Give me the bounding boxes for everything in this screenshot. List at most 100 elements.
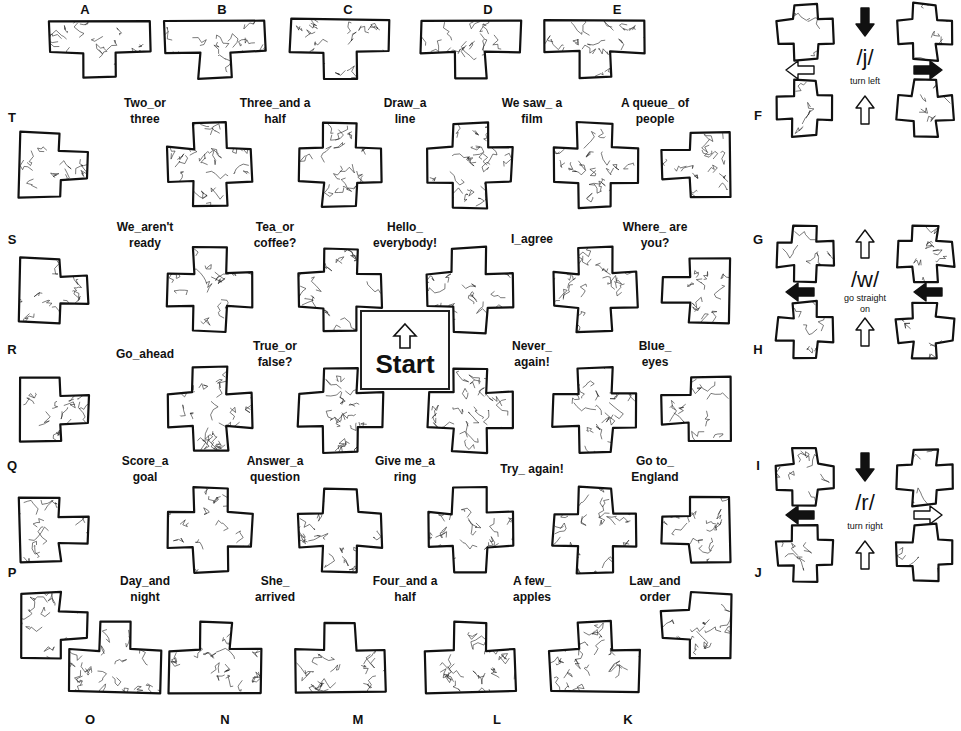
direction-arrow: [914, 506, 942, 524]
stone-texture: [899, 315, 958, 361]
stone-texture: [782, 536, 812, 579]
stone-group: [1, 2, 958, 703]
stone-texture: [150, 19, 273, 91]
direction-arrow: [786, 283, 814, 301]
stone: [777, 214, 836, 282]
direction-note: turn right: [839, 521, 891, 532]
stone: [414, 487, 520, 573]
stone: [18, 257, 89, 334]
phrase-label: Answer_a question: [236, 454, 314, 485]
stone: [552, 357, 636, 456]
phrase-label: Draw_a line: [377, 96, 433, 127]
stone-letter: M: [353, 712, 364, 729]
stone-texture: [414, 488, 520, 573]
stone: [544, 17, 651, 86]
stone: [776, 293, 834, 358]
stone-texture: [658, 374, 729, 450]
stone-letter: H: [753, 342, 762, 359]
stone-letter: C: [343, 2, 352, 19]
stone-letter: J: [754, 565, 761, 582]
stone-texture: [655, 498, 734, 564]
stone: [421, 119, 513, 209]
stone: [658, 374, 731, 450]
stone-texture: [553, 124, 637, 213]
stone: [14, 588, 87, 664]
stone-letter: G: [753, 232, 763, 249]
stone-letter: R: [7, 342, 16, 359]
direction-arrow: [786, 506, 814, 524]
stone-texture: [548, 244, 634, 332]
stone: [158, 243, 262, 335]
stone-texture: [20, 135, 92, 201]
stone-texture: [775, 2, 831, 56]
stone: [159, 483, 263, 573]
stone-texture: [774, 82, 845, 134]
stone-letter: L: [493, 712, 501, 729]
stone-texture: [548, 623, 660, 700]
direction-arrow: [914, 61, 942, 79]
stone: [776, 525, 833, 582]
stone-letter: S: [8, 232, 17, 249]
stone-texture: [46, 13, 144, 83]
stone-texture: [774, 451, 829, 509]
phrase-label: Give me_a ring: [367, 454, 443, 485]
phrase-label: Three_and a half: [235, 96, 315, 127]
phrase-label: Day_and night: [112, 574, 178, 605]
stone-texture: [409, 7, 523, 76]
stone-texture: [656, 593, 733, 670]
stone: [885, 515, 953, 588]
stone: [163, 622, 261, 694]
stone: [662, 252, 733, 329]
stone-texture: [300, 115, 386, 208]
stone: [299, 115, 386, 208]
direction-arrow: [856, 230, 874, 258]
stone-texture: [421, 119, 512, 207]
start-arrow: [392, 322, 418, 350]
stone-letter: P: [8, 565, 17, 582]
stone-letter: O: [85, 712, 95, 729]
stone-letter: B: [217, 2, 226, 19]
phrase-label: True_or false?: [244, 339, 306, 370]
stone-texture: [14, 588, 78, 664]
stone-texture: [159, 483, 263, 573]
stone-texture: [295, 483, 381, 575]
phrase-label: Two_or three: [114, 96, 176, 127]
phrase-label: A few_ apples: [501, 574, 563, 605]
phrase-label: We saw_ a film: [499, 96, 565, 127]
stone: [655, 497, 734, 564]
stone: [774, 448, 834, 509]
phoneme-symbol: /w/: [851, 269, 879, 291]
stone: [553, 122, 638, 213]
stone: [164, 367, 262, 453]
phrase-label: Score_a goal: [113, 454, 177, 485]
direction-arrow: [856, 96, 874, 124]
direction-note: turn left: [839, 76, 891, 87]
direction-note: go straight on: [839, 293, 891, 316]
stone: [425, 612, 528, 695]
stone-letter: E: [613, 2, 622, 19]
stone-texture: [667, 252, 732, 329]
stone: [897, 2, 952, 70]
direction-arrow: [856, 453, 874, 481]
stone: [774, 80, 845, 137]
stone: [286, 19, 404, 80]
stone-letter: T: [8, 110, 16, 127]
stone-letter: N: [220, 712, 229, 729]
stone: [660, 121, 730, 197]
stone-texture: [544, 482, 633, 578]
stone-texture: [169, 112, 249, 220]
stone: [548, 244, 638, 332]
stone: [896, 303, 958, 361]
stone: [295, 623, 396, 703]
phrase-label: Hello_ everybody!: [365, 220, 445, 251]
stone: [1, 482, 93, 566]
phrase-label: A queue_ of people: [615, 96, 695, 127]
phoneme-symbol: /r/: [855, 492, 875, 514]
stone: [544, 482, 636, 578]
stone-texture: [544, 17, 651, 86]
start-label: Start: [375, 350, 434, 379]
stone: [295, 483, 382, 575]
phrase-label: Where_ are you?: [622, 220, 688, 251]
stone-letter: Q: [7, 458, 17, 475]
